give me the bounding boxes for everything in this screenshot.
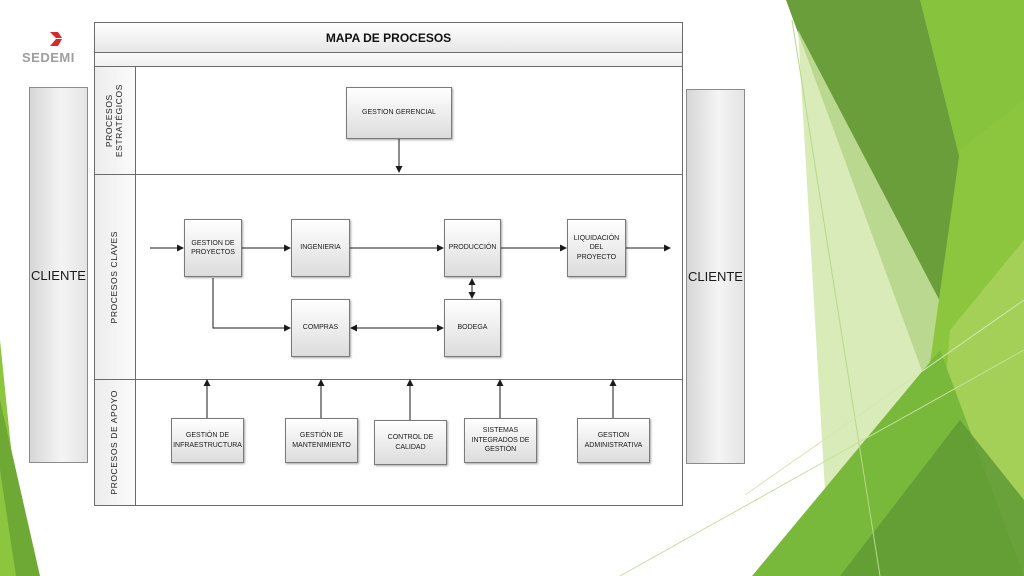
lane-strategic-line2: ESTRATÉGICOS: [114, 83, 124, 158]
logo-mark-icon: [50, 32, 62, 46]
node-mantenimiento-line2: MANTENIMIENTO: [292, 441, 351, 449]
node-bodega: BODEGA: [444, 299, 501, 357]
node-produccion-label: PRODUCCIÓN: [448, 244, 497, 252]
node-sistemas-line2: INTEGRADOS DE: [471, 436, 530, 444]
thin-line-3: [744, 299, 1024, 496]
lane-support-label: PROCESOS DE APOYO: [109, 390, 120, 495]
node-gestion-infraestructura: GESTIÓN DE INFRAESTRUCTURA: [171, 418, 244, 463]
node-gestion-proyectos-label: GESTION DE PROYECTOS: [191, 239, 235, 258]
node-sistemas-integrados: SISTEMAS INTEGRADOS DE GESTIÓN: [464, 418, 537, 463]
node-sistemas-line3: GESTIÓN: [484, 446, 517, 454]
diagram-title-bar: MAPA DE PROCESOS: [95, 23, 682, 53]
node-compras: COMPRAS: [291, 299, 350, 357]
thin-line-1: [791, 19, 881, 576]
lane-key-label-cell: PROCESOS CLAVES: [95, 175, 136, 379]
cliente-left-box: CLIENTE: [29, 87, 88, 463]
green-facet-7: [840, 420, 1024, 576]
node-infraestructura-line2: INFRAESTRUCTURA: [173, 441, 242, 449]
node-liquidacion-label: LIQUIDACIÓN DEL PROYECTO: [571, 234, 622, 262]
sedemi-logo: SEDEMI: [22, 30, 92, 70]
node-infraestructura-label: GESTIÓN DE INFRAESTRUCTURA: [173, 431, 242, 450]
node-infraestructura-line1: GESTIÓN DE: [185, 432, 230, 440]
cliente-right-label: CLIENTE: [688, 269, 743, 284]
lane-support: PROCESOS DE APOYO: [95, 380, 682, 505]
node-control-calidad: CONTROL DE CALIDAD: [374, 420, 447, 465]
node-administrativa-line2: ADMINISTRATIVA: [584, 441, 643, 449]
cliente-right-box: CLIENTE: [686, 89, 745, 464]
node-calidad-label: CONTROL DE CALIDAD: [388, 433, 434, 452]
node-mantenimiento-line1: GESTIÓN DE: [299, 432, 344, 440]
node-ingenieria-label: INGENIERIA: [300, 244, 341, 252]
node-gestion-proyectos-line1: GESTION DE: [191, 239, 235, 247]
node-gestion-mantenimiento: GESTIÓN DE MANTENIMIENTO: [285, 418, 358, 463]
lane-strategic: PROCESOS ESTRATÉGICOS: [95, 67, 682, 175]
cliente-left-label: CLIENTE: [31, 267, 86, 283]
node-gestion-proyectos-line2: PROYECTOS: [191, 249, 235, 256]
node-gestion-gerencial: GESTION GERENCIAL: [346, 87, 452, 139]
node-calidad-line1: CONTROL DE: [387, 434, 434, 442]
green-facet-left-2: [0, 400, 40, 576]
node-gestion-proyectos: GESTION DE PROYECTOS: [184, 219, 242, 277]
node-liquidacion: LIQUIDACIÓN DEL PROYECTO: [567, 219, 626, 277]
lane-strategic-label-cell: PROCESOS ESTRATÉGICOS: [95, 67, 136, 174]
node-compras-label: COMPRAS: [302, 324, 339, 332]
title-gap-band: [95, 53, 682, 67]
node-sistemas-label: SISTEMAS INTEGRADOS DE GESTIÓN: [472, 426, 530, 454]
node-liquidacion-line1: LIQUIDACIÓN: [573, 234, 620, 242]
node-administrativa-label: GESTION ADMINISTRATIVA: [585, 431, 643, 450]
node-administrativa-line1: GESTION: [597, 432, 630, 440]
node-calidad-line2: CALIDAD: [395, 443, 426, 451]
lane-strategic-label: PROCESOS ESTRATÉGICOS: [104, 83, 125, 158]
logo-text: SEDEMI: [22, 50, 75, 65]
node-gestion-administrativa: GESTION ADMINISTRATIVA: [577, 418, 650, 463]
node-sistemas-line1: SISTEMAS: [482, 427, 519, 435]
node-mantenimiento-label: GESTIÓN DE MANTENIMIENTO: [292, 431, 351, 450]
node-bodega-label: BODEGA: [457, 324, 488, 332]
lane-key-label: PROCESOS CLAVES: [109, 230, 120, 324]
node-ingenieria: INGENIERIA: [291, 219, 350, 277]
diagram-title: MAPA DE PROCESOS: [325, 30, 452, 45]
thin-line-2: [619, 349, 1024, 576]
node-produccion: PRODUCCIÓN: [444, 219, 501, 277]
node-gestion-gerencial-label: GESTION GERENCIAL: [362, 109, 436, 117]
lane-key: PROCESOS CLAVES: [95, 175, 682, 380]
lane-support-label-cell: PROCESOS DE APOYO: [95, 380, 136, 505]
node-liquidacion-line2: DEL PROYECTO: [576, 244, 617, 261]
